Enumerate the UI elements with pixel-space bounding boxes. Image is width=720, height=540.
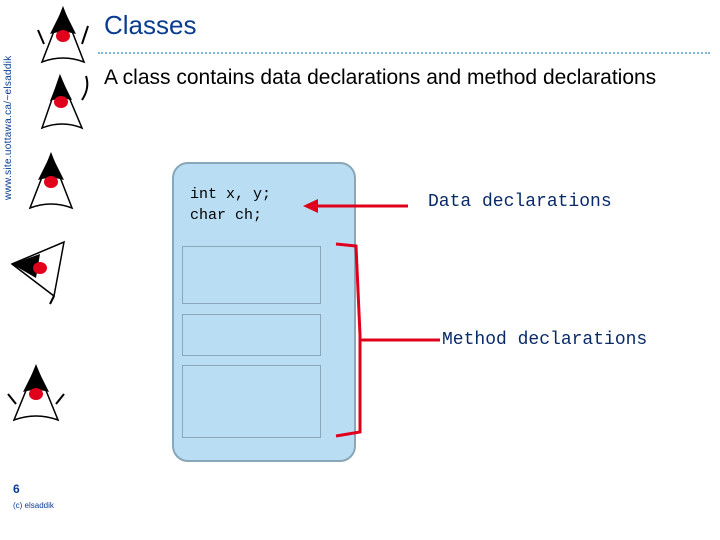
method-declarations-label: Method declarations (442, 330, 648, 350)
code-line: char ch; (190, 207, 263, 224)
method-box (182, 365, 321, 438)
method-bracket (335, 242, 362, 438)
code-line: int x, y; (190, 186, 272, 203)
copyright-text: (c) elsaddik (13, 501, 54, 510)
method-box (182, 246, 321, 304)
duke-mascot-icon (28, 151, 74, 210)
page-number: 6 (13, 482, 20, 496)
duke-mascot-icon (40, 73, 89, 130)
method-box (182, 314, 321, 356)
page-title: Classes (104, 10, 197, 40)
duke-mascot-icon (10, 240, 65, 305)
title-divider (98, 52, 710, 54)
duke-mascot-icon (37, 5, 89, 64)
duke-mascot-icon (7, 364, 65, 422)
data-arrow-head (303, 199, 318, 213)
slide-text: A class contains data declarations and m… (104, 66, 657, 89)
data-declarations-label: Data declarations (428, 192, 612, 212)
